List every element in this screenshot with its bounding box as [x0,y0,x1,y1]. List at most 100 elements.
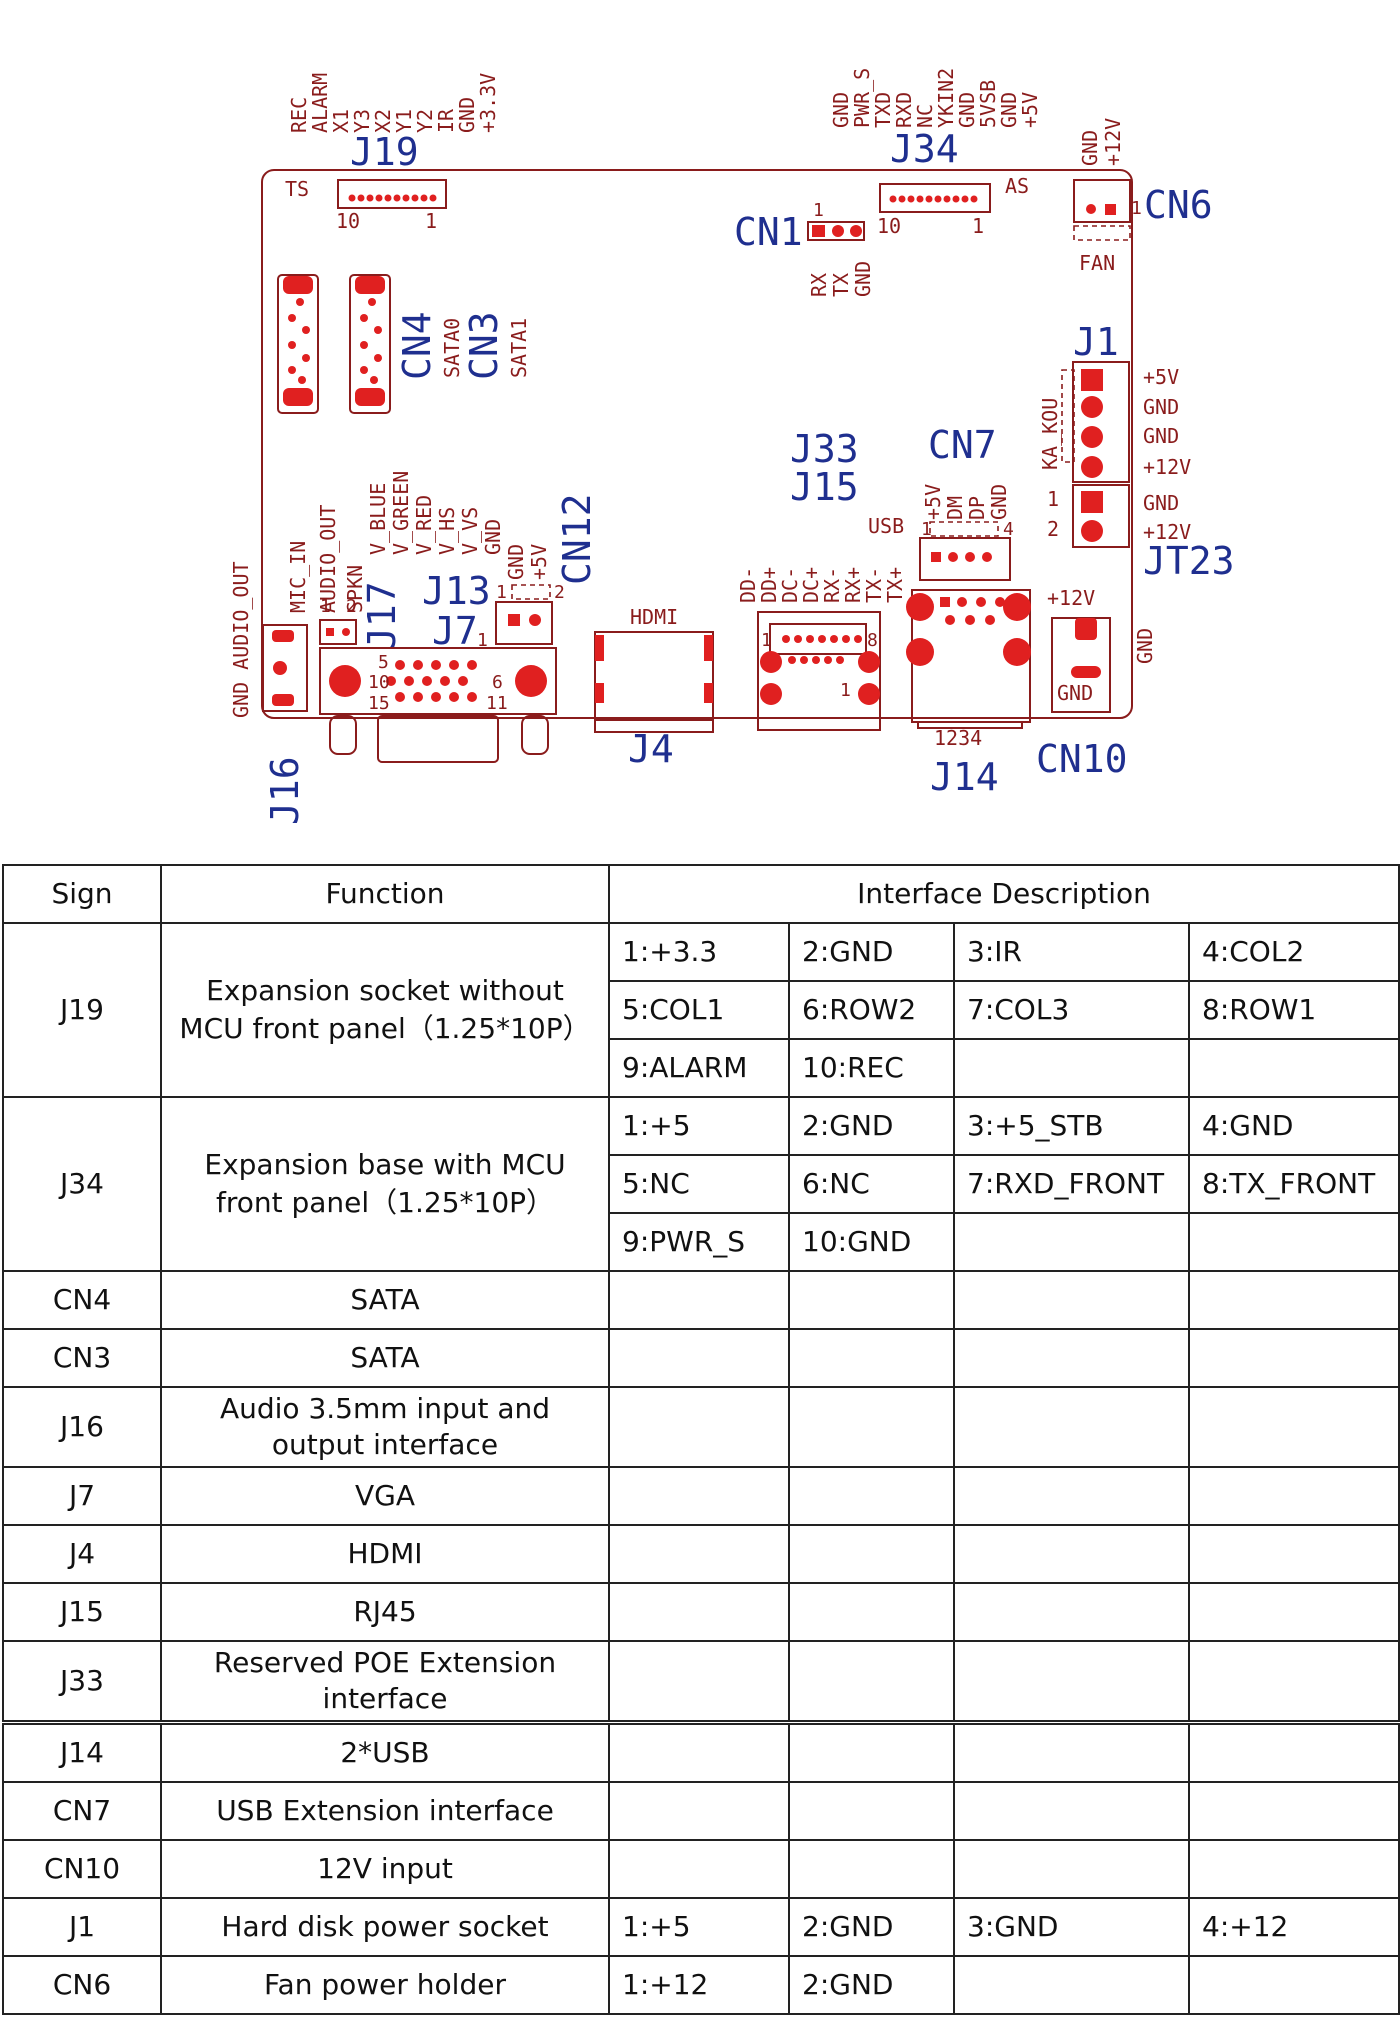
cn1-connector [807,221,865,241]
j34-pin-label: GND [955,92,979,128]
sign-cell: CN10 [2,1839,162,1899]
pin-cell [1187,1640,1400,1724]
cn6-connector [1073,179,1131,223]
function-cell: Reserved POE Extension interface [160,1640,610,1724]
j15-pin-label: DC+ [799,567,823,603]
board-outline [261,169,1133,719]
cn7-pads [931,552,992,562]
j33-ref: J33 [790,427,859,471]
j19-pin-label: ALARM [308,73,332,133]
pin-cell [608,1781,790,1841]
pin-cell [953,1720,1190,1783]
cn12-pin1-mark: 1 [496,582,507,603]
j34-pin-label: GND [829,92,853,128]
table-row: J4 HDMI [2,1524,1400,1584]
pin-cell [788,1524,955,1584]
pin-cell [953,1466,1190,1526]
j14-pin-marks: 1234 [934,726,982,750]
pin-cell [608,1270,790,1330]
j1-pads [1081,369,1103,478]
j7-pin-mark: 11 [486,693,508,714]
interface-description-header: Interface Description [607,864,1400,924]
cn12-pin-label: +5V [527,544,551,580]
cn12-ref: CN12 [555,493,599,585]
pin-cell: 8:ROW1 [1187,980,1400,1040]
cn7-pin4-mark: 4 [1003,519,1014,540]
jt23-ref: JT23 [1143,539,1235,583]
j1-pin-label: +5V [1143,365,1179,389]
pin-cell [1187,1582,1400,1642]
pin-cell [1187,1386,1400,1468]
cn7-pin-label: DM [943,496,967,520]
j34-pin-label: NC [913,104,937,128]
pin-cell [1187,1466,1400,1526]
pin-cell: 3:IR [953,922,1190,982]
function-cell: 12V input [160,1839,610,1899]
j15-pin8-mark: 8 [867,630,878,651]
table-row: J33 Reserved POE Extension interface [2,1640,1400,1724]
j7-vga-connector [319,647,557,715]
pin-cell [1187,1955,1400,2015]
sign-cell: J15 [2,1582,162,1642]
sign-cell: J7 [2,1466,162,1526]
j19-pads [348,194,437,202]
j4-hdmi-tab-br [704,683,713,703]
pin-cell: 2:GND [788,1897,955,1957]
cn10-gnd-side-label: GND [1133,628,1157,664]
j34-pin10-mark: 10 [877,214,901,238]
pin-cell [608,1640,790,1724]
pin-cell [953,1328,1190,1388]
table-row: CN6 Fan power holder 1:+12 2:GND [2,1955,1400,2015]
sign-header: Sign [2,864,162,924]
cn7-pin-labels: +5V DM DP GND [921,484,1011,520]
table-row: CN4 SATA [2,1270,1400,1330]
pin-cell [953,1582,1190,1642]
cn6-pads [1086,204,1116,215]
j34-ref: J34 [890,127,959,171]
j19-pin-label: X1 [329,109,353,133]
function-cell: Audio 3.5mm input and output interface [160,1386,610,1468]
j19-ref: J19 [350,130,419,174]
cn7-pin-label: DP [965,496,989,520]
cn7-ref: CN7 [928,423,997,467]
pin-cell: 1:+5 [608,1897,790,1957]
sata0-label: SATA0 [440,318,464,378]
table-row: CN7 USB Extension interface [2,1781,1400,1841]
j17-pin-label: V_RED [412,495,436,555]
j15-pin-label: RX- [820,567,844,603]
cn12-pin2-mark: 2 [554,582,565,603]
pin-cell [608,1386,790,1468]
table-row: CN3 SATA [2,1328,1400,1388]
j19-pin-label: Y3 [350,109,374,133]
pin-cell [788,1328,955,1388]
j34-pin1-mark: 1 [972,214,984,238]
pin-cell: 2:GND [788,1955,955,2015]
table-row: 5:NC 6:NC 7:RXD_FRONT 8:TX_FRONT [3,1154,1400,1214]
j13-pin-label: MIC_IN [286,541,310,613]
j1-pin-label: GND [1143,424,1179,448]
cn1-pin-label: RX [807,273,831,297]
j13-ref: J13 [422,569,491,613]
j13-pin-labels: MIC_IN AUDIO_OUT SPKN [286,505,367,613]
sign-cell: J16 [2,1386,162,1468]
j4-ref: J4 [628,727,674,771]
sign-cell: J4 [2,1524,162,1584]
cn6-pin-labels: GND +12V [1078,118,1125,166]
cn7-pin-label: +5V [921,484,945,520]
pin-cell [953,1386,1190,1468]
j4-hdmi-tab-right [704,635,713,661]
j1-pin-label: +12V [1143,455,1191,479]
pin-cell [1187,1524,1400,1584]
pin-cell: 10:REC [788,1038,955,1098]
function-cell: 2*USB [160,1720,610,1783]
j34-connector [879,183,991,213]
j16-audio-jack [262,624,308,712]
j19-pin-label: Y2 [413,109,437,133]
j19-connector [337,179,447,209]
j34-pin-label: RXD [892,92,916,128]
function-header: Function [160,864,610,924]
cn3-ref: CN3 [462,311,506,380]
j7-pads [386,660,477,702]
j14-body [917,721,1023,729]
pin-cell [788,1582,955,1642]
